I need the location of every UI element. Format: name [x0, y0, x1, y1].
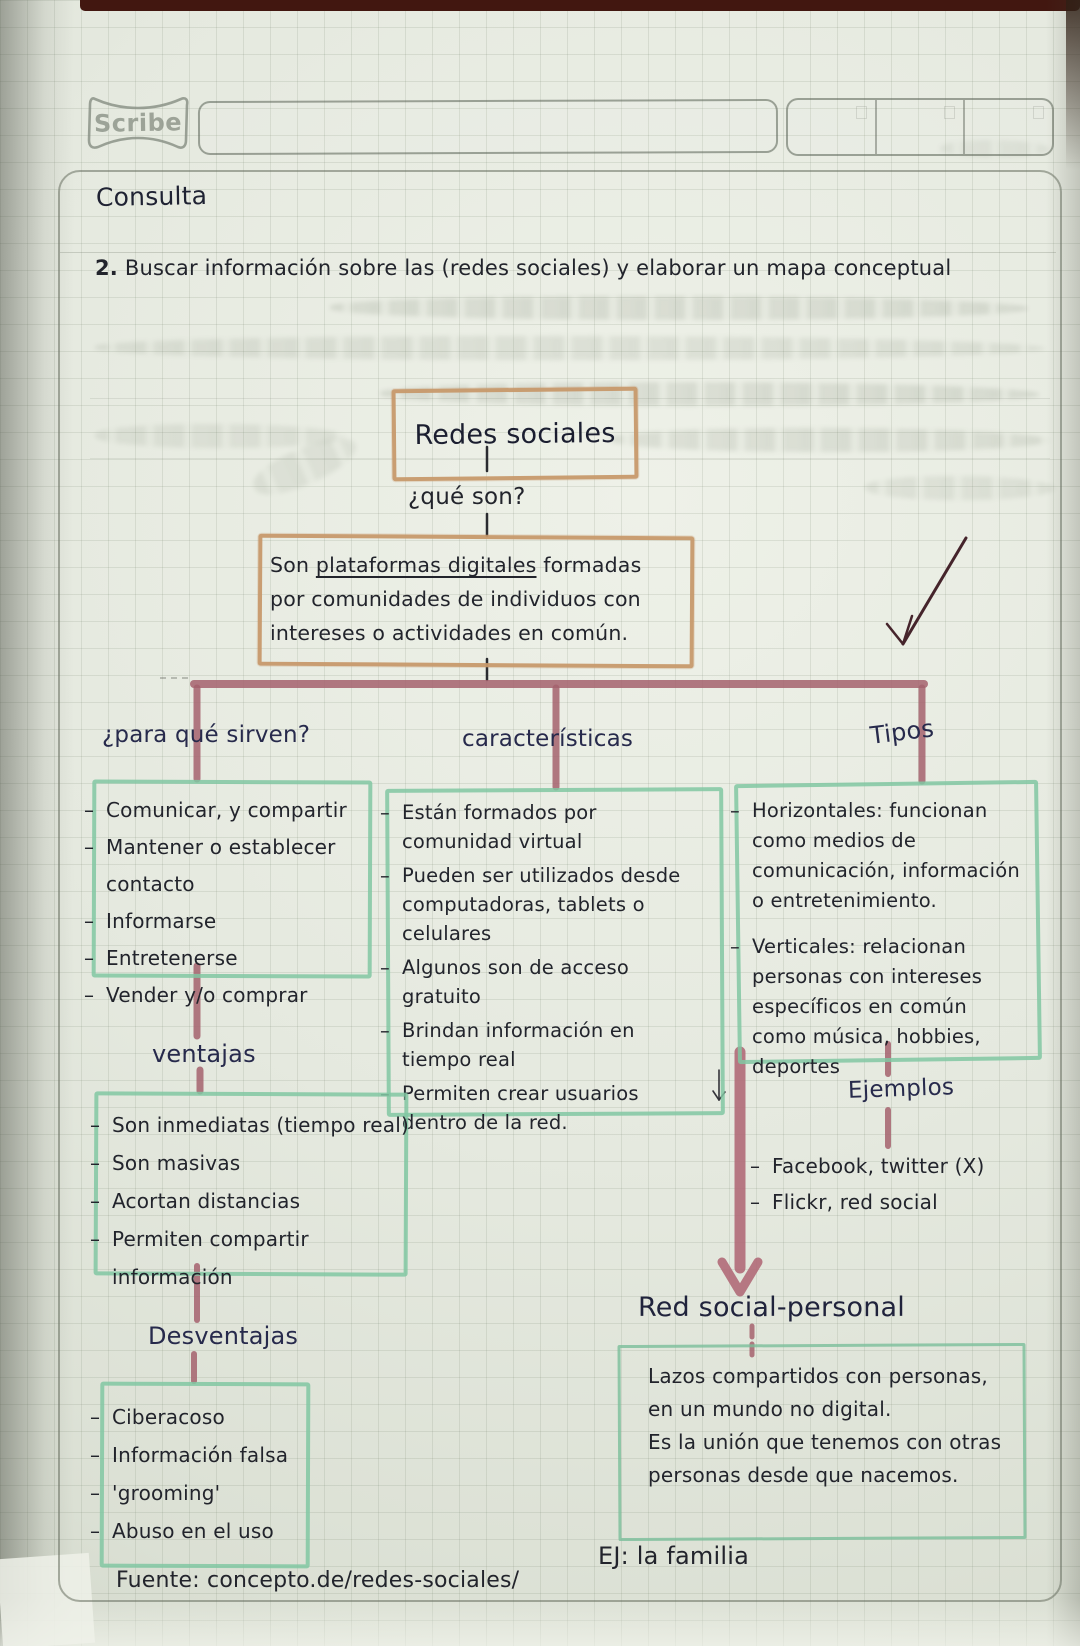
header-divider-line [60, 252, 1056, 253]
personal-line: Lazos compartidos con personas, en un mu… [648, 1364, 988, 1421]
ghost-handwriting [865, 476, 1055, 500]
ghost-handwriting [610, 428, 1050, 452]
scribe-logo-outline [87, 97, 189, 149]
ghost-handwriting [940, 140, 1050, 158]
list-item: Informarse [84, 903, 396, 940]
source-line: Fuente: concepto.de/redes-sociales/ [116, 1568, 520, 1593]
definition-text: Son plataformas digitales formadas por c… [270, 548, 674, 650]
list-item: Brindan información en tiempo real [380, 1016, 704, 1074]
purpose-list: Comunicar, y compartir Mantener o establ… [84, 792, 396, 1014]
list-item: Algunos son de acceso gratuito [380, 953, 704, 1011]
personal-line: Es la unión que tenemos con otras person… [648, 1430, 1002, 1487]
advantages-list: Son inmediatas (tiempo real) Son masivas… [90, 1106, 432, 1296]
toolbar-button-1[interactable] [788, 100, 875, 154]
list-item: Permiten crear usuarios dentro de la red… [380, 1079, 704, 1137]
disadvantages-label: Desventajas [148, 1322, 299, 1350]
header-toolbar [786, 98, 1054, 156]
list-item: Permiten compartir información [90, 1220, 432, 1296]
list-item: Flickr, red social [750, 1184, 1052, 1220]
toolbar-button-2[interactable] [874, 100, 964, 154]
personal-title: Red social-personal [638, 1292, 905, 1323]
types-list: Horizontales: funcionan como medios de c… [730, 796, 1026, 1082]
root-node-box: Redes sociales [391, 386, 639, 482]
task-text: Buscar información sobre las (redes soci… [124, 256, 952, 280]
advantages-label: ventajas [152, 1040, 256, 1068]
list-item: Están formados por comunidad virtual [380, 798, 704, 856]
features-label: características [462, 726, 634, 752]
disadvantages-list: Ciberacoso Información falsa 'grooming' … [90, 1398, 372, 1550]
scribe-logo-text: Scribe [93, 108, 183, 138]
ghost-rule-line [90, 458, 1050, 459]
list-item: Entretenerse [84, 940, 396, 977]
definition-pre: Son [270, 553, 316, 577]
list-item: Facebook, twitter (X) [750, 1148, 1052, 1184]
toolbar-button-1-icon [855, 106, 867, 119]
list-item: Abuso en el uso [90, 1512, 372, 1550]
definition-post: formadas por comunidades de individuos c… [270, 553, 642, 645]
task-number: 2. [95, 256, 118, 280]
definition-underlined: plataformas digitales [315, 553, 537, 577]
personal-example: EJ: la familia [598, 1542, 750, 1570]
list-item: Pueden ser utilizados desde computadoras… [380, 861, 704, 948]
ghost-handwriting [380, 382, 1040, 406]
photo-top-right-edge [1066, 0, 1080, 170]
toolbar-button-3[interactable] [963, 100, 1052, 154]
toolbar-button-2-icon [944, 106, 956, 119]
ghost-rule-line [90, 398, 1050, 399]
next-page-edge [0, 1598, 1080, 1646]
root-node-label: Redes sociales [414, 417, 616, 451]
features-list: Están formados por comunidad virtual Pue… [380, 798, 704, 1137]
personal-text: Lazos compartidos con personas, en un mu… [648, 1360, 1008, 1492]
section-title: Consulta [95, 181, 208, 212]
ghost-handwriting [95, 336, 1045, 360]
list-item: Son inmediatas (tiempo real) [90, 1106, 432, 1144]
photo-top-edge [80, 0, 1080, 11]
list-item: Son masivas [90, 1144, 432, 1182]
list-item: Horizontales: funcionan como medios de c… [730, 796, 1026, 916]
ghost-handwriting [95, 424, 345, 448]
scribe-logo: Scribe [86, 94, 190, 152]
list-item: 'grooming' [90, 1474, 372, 1512]
list-item: Verticales: relacionan personas con inte… [730, 932, 1026, 1082]
list-item: Acortan distancias [90, 1182, 432, 1220]
examples-list: Facebook, twitter (X) Flickr, red social [750, 1148, 1052, 1220]
page-right-shadow [1046, 0, 1080, 1646]
purpose-label: ¿para qué sirven? [102, 722, 311, 748]
ghost-handwriting [330, 296, 1030, 320]
task-line: 2. Buscar información sobre las (redes s… [95, 256, 1005, 280]
search-input[interactable] [197, 98, 779, 156]
list-item: Vender y/o comprar [84, 977, 396, 1014]
list-item: Información falsa [90, 1436, 372, 1474]
worksheet-panel [58, 170, 1062, 1602]
list-item: Mantener o establecer contacto [84, 829, 396, 903]
list-item: Ciberacoso [90, 1398, 372, 1436]
page-curl-shadow [0, 0, 74, 1646]
list-item: Comunicar, y compartir [84, 792, 396, 829]
toolbar-button-3-icon [1033, 106, 1045, 119]
question-label: ¿qué son? [408, 484, 526, 510]
examples-label: Ejemplos [847, 1074, 955, 1104]
